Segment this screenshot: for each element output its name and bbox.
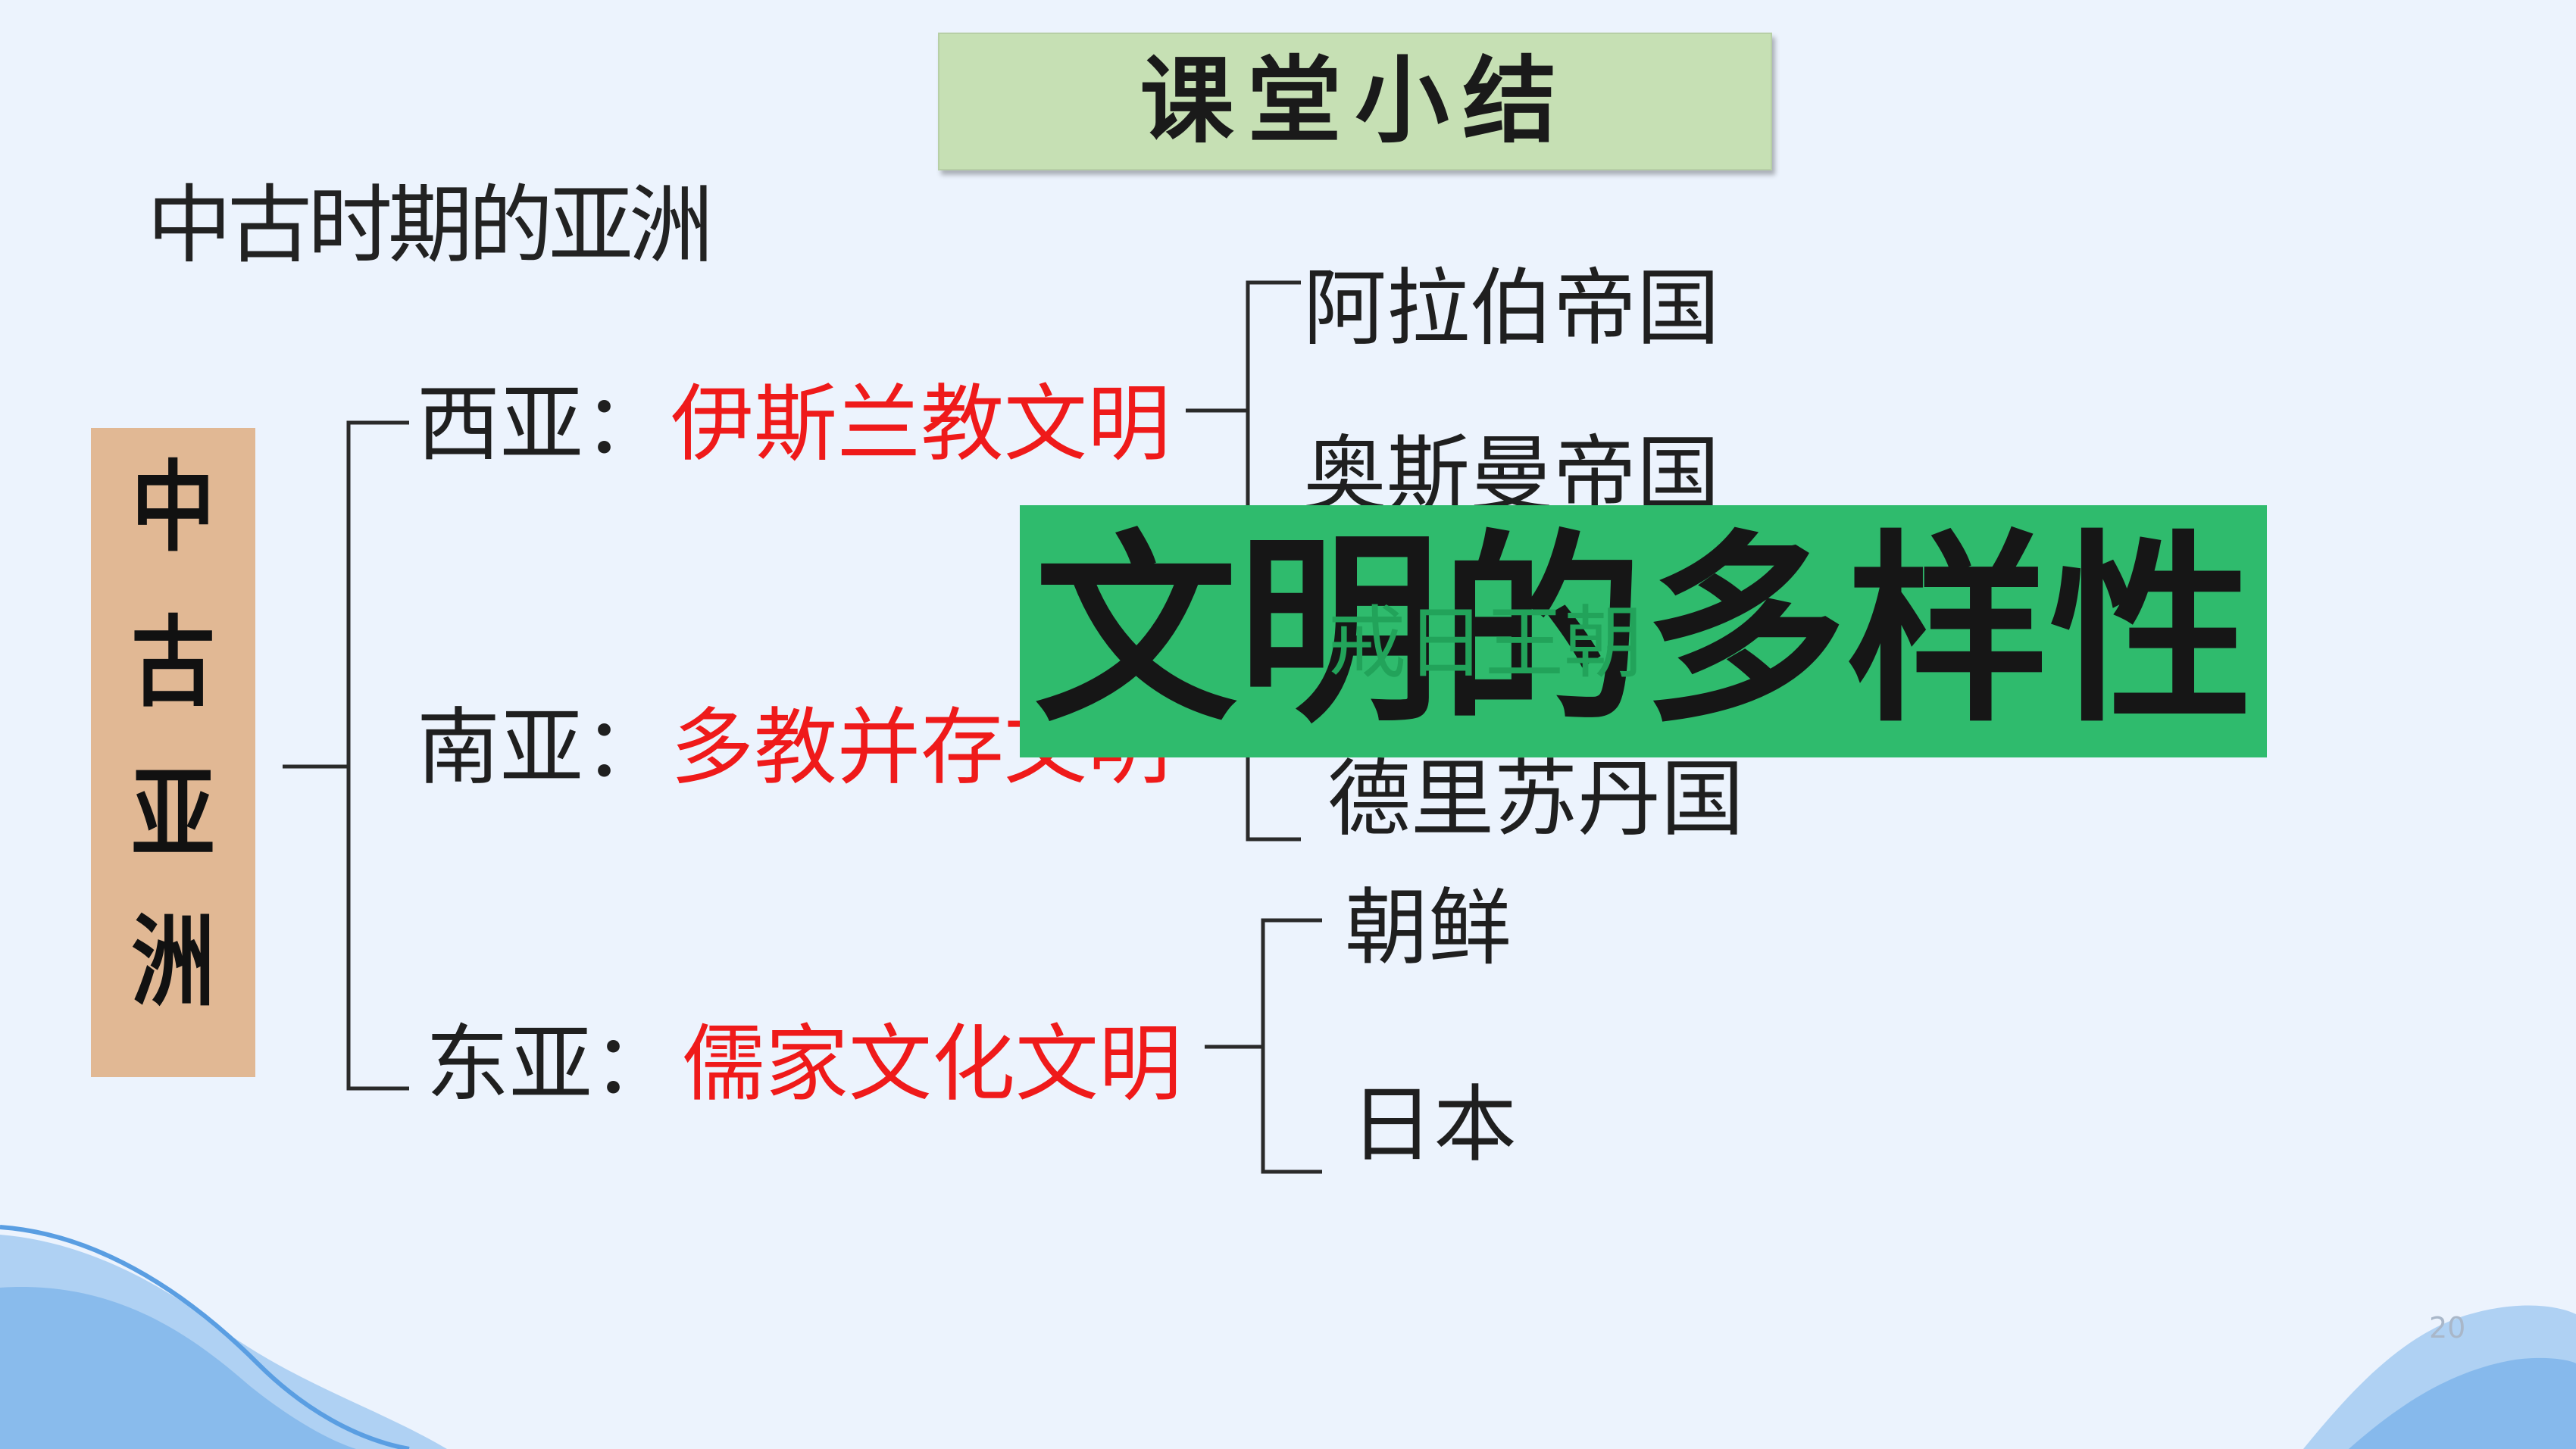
subtitle: 中古时期的亚洲 (147, 176, 714, 275)
civilization-west-asia: 伊斯兰教文明 (671, 376, 1171, 473)
vertical-label-char: 洲 (131, 904, 215, 1020)
overlay-text: 文明的多样性 (1034, 513, 2252, 750)
title-box: 课堂小结 (938, 33, 1772, 170)
region-east-asia: 东亚： (426, 1016, 676, 1113)
region-south-asia: 南亚： (417, 699, 667, 796)
region-west-asia: 西亚： (417, 376, 667, 473)
overlay-banner: 文明的多样性 (1020, 505, 2267, 757)
item-harsha-dynasty: 戒日王朝 (1327, 597, 1643, 689)
vertical-label-box: 中 古 亚 洲 (91, 428, 255, 1077)
item-delhi-sultanate: 德里苏丹国 (1327, 751, 1744, 848)
civilization-east-asia: 儒家文化文明 (682, 1016, 1182, 1113)
vertical-label-char: 中 (131, 449, 215, 565)
page-title: 课堂小结 (1140, 47, 1571, 156)
page-number: 20 (2429, 1311, 2466, 1344)
item-japan: 日本 (1350, 1076, 1517, 1173)
vertical-label-char: 古 (131, 604, 215, 720)
item-korea: 朝鲜 (1345, 879, 1512, 976)
vertical-label-char: 亚 (131, 756, 215, 872)
item-ottoman-empire: 奥斯曼帝国 (1303, 426, 1720, 523)
item-arab-empire: 阿拉伯帝国 (1303, 260, 1720, 357)
